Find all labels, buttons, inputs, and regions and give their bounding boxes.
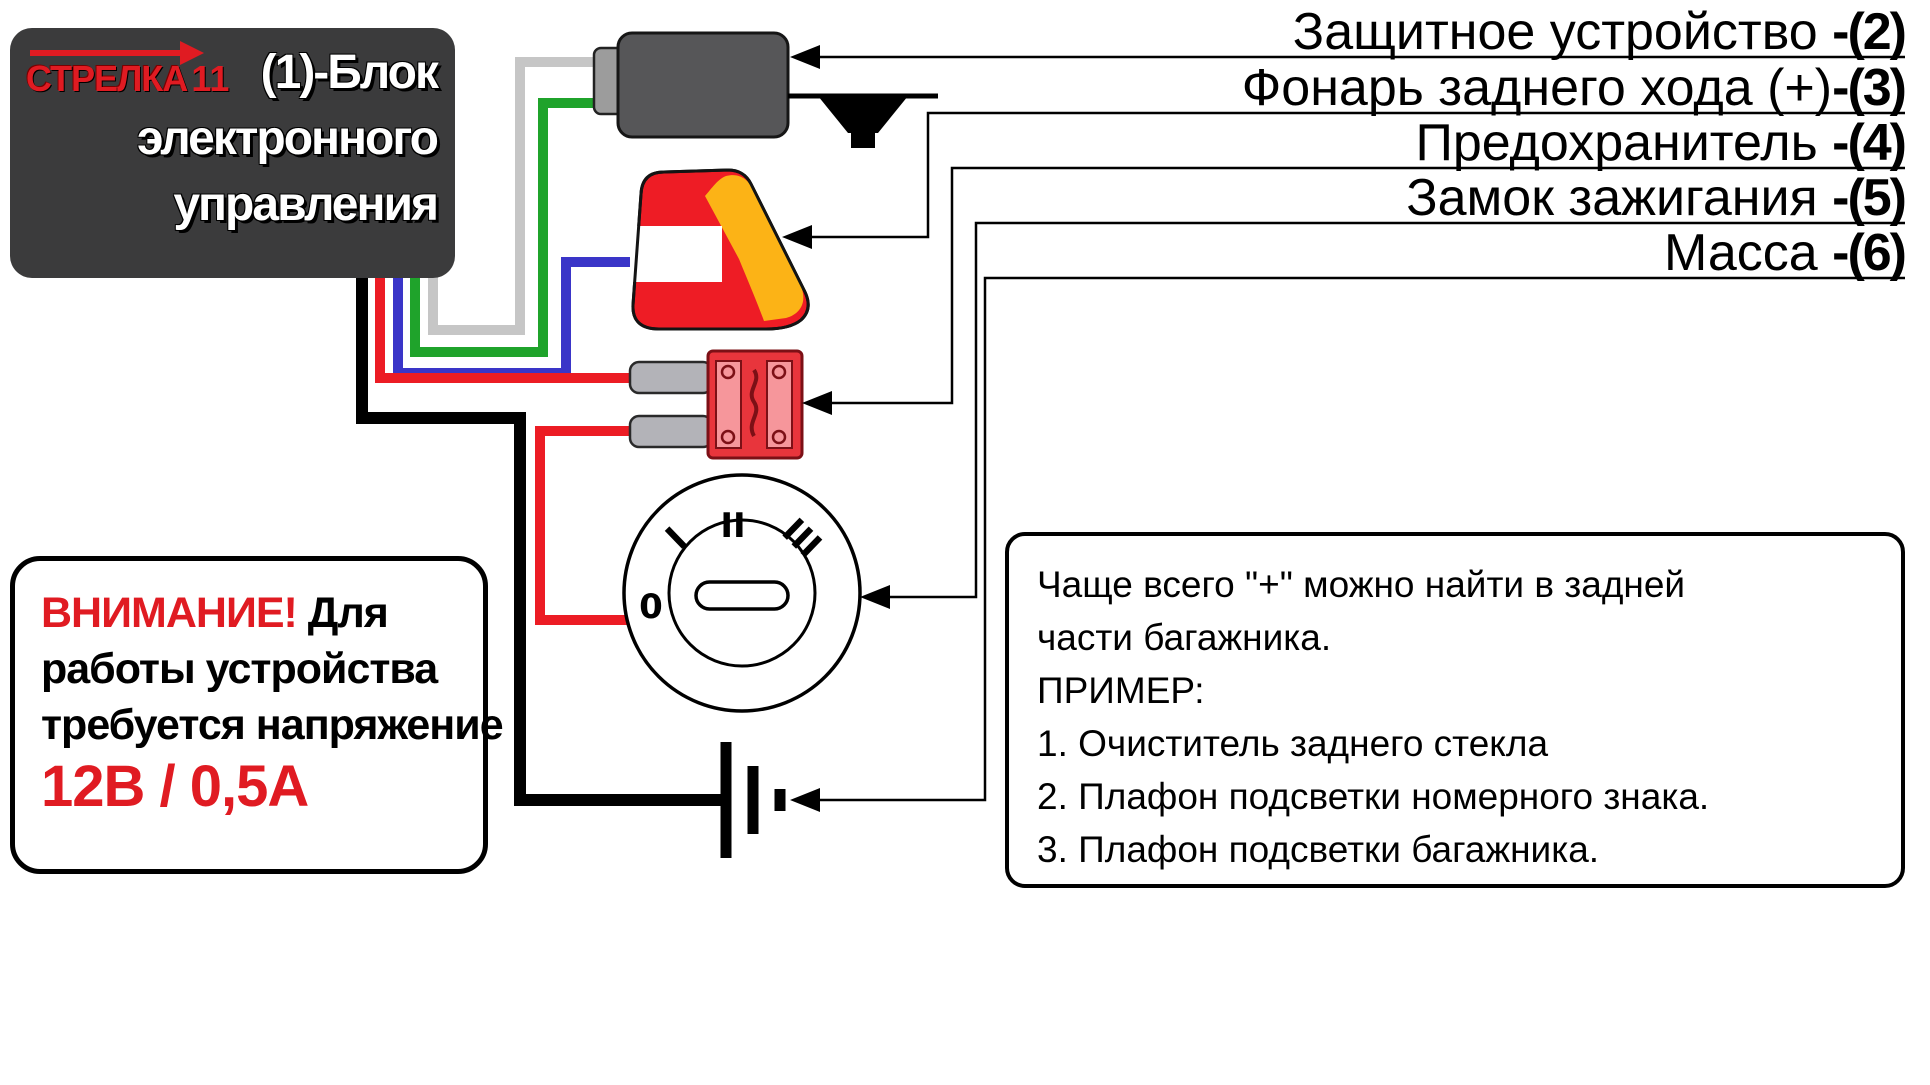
component-label-2: Защитное устройство -(2) [1293,6,1907,58]
fuse-element [749,368,759,437]
warning-attention: ВНИМАНИЕ! [41,589,298,637]
component-label-5: Замок зажигания -(5) [1406,172,1907,224]
component-label-3: Фонарь заднего хода (+)-(3) [1242,62,1907,114]
note-line-5: 2. Плафон подсветки номерного знака. [1037,776,1710,817]
note-line-1: Чаще всего "+" можно найти в задней [1037,564,1686,605]
logo-arrow-icon [30,41,204,65]
component-label-6-ref: -(6) [1832,224,1907,282]
wire-red-to-ignition [535,426,648,625]
arrow-to-ground [790,788,820,812]
wire-red-to-fuse [375,256,648,383]
fuse-terminal-bottom [628,414,714,449]
component-label-2-text: Защитное устройство [1292,3,1833,61]
component-label-4-ref: -(4) [1832,114,1907,172]
warning-line1-rest: Для [296,589,389,637]
device-body [616,31,790,139]
warning-box: ВНИМАНИЕ! Для работы устройства требуетс… [10,556,504,874]
note-line-2: части багажника. [1037,617,1332,658]
wire-black-to-ground [356,256,723,806]
component-label-4: Предохранитель -(4) [1415,117,1907,169]
ignition-pos-0: 0 [639,587,663,627]
note-line-4: 1. Очиститель заднего стекла [1037,723,1549,764]
warning-value: 12В / 0,5А [41,754,309,819]
wire-green [410,98,616,357]
arrow-to-lamp [782,225,812,249]
header-title-line2: электронного [136,112,439,165]
pointer-line-4 [830,166,1905,405]
pointer-lines [810,55,1905,802]
logo-text: СТРЕЛКА [26,58,188,99]
lamp-amber [705,175,804,321]
component-label-6: Масса -(6) [1664,227,1907,279]
lamp-outline [631,168,810,331]
wire-gray [428,57,616,335]
ignition-pos-2: II [720,506,745,546]
ignition-lock: 0 I II III [622,473,862,713]
warning-line-2: работы устройства [41,645,438,693]
note-line-3: ПРИМЕР: [1037,670,1205,711]
component-label-3-text: Фонарь заднего хода (+) [1241,59,1833,117]
component-label-5-ref: -(5) [1832,169,1907,227]
component-label-3-ref: -(3) [1832,59,1907,117]
fuse [628,349,804,460]
header-title-line3: управления [173,178,439,231]
warning-line-3: требуется напряжение [41,701,504,749]
ignition-key-slot [694,580,790,611]
siren-icon [788,93,938,148]
ground-symbol [720,742,786,858]
arrow-to-fuse [802,391,832,415]
component-label-5-text: Замок зажигания [1406,169,1833,227]
reverse-lamp [630,168,810,331]
note-line-6: 3. Плафон подсветки багажника. [1037,829,1600,870]
header-title-line1: (1)-Блок [260,46,439,99]
protective-device [592,31,938,148]
pointer-line-6 [818,276,1905,802]
wires [356,57,723,806]
fuse-terminal-top [628,360,714,395]
pointer-line-5 [888,221,1905,599]
warning-line-1: ВНИМАНИЕ! Для [41,585,467,641]
arrow-to-ignition [860,585,890,609]
component-label-6-text: Масса [1663,224,1833,282]
note-box: Чаще всего "+" можно найти в задней част… [1005,532,1905,888]
component-label-2-ref: -(2) [1832,3,1907,61]
pointer-arrows [782,45,890,812]
pointer-line-3 [810,111,1905,239]
component-label-4-text: Предохранитель [1415,114,1833,172]
lamp-white-band [630,226,722,282]
arrow-to-device [790,45,820,69]
